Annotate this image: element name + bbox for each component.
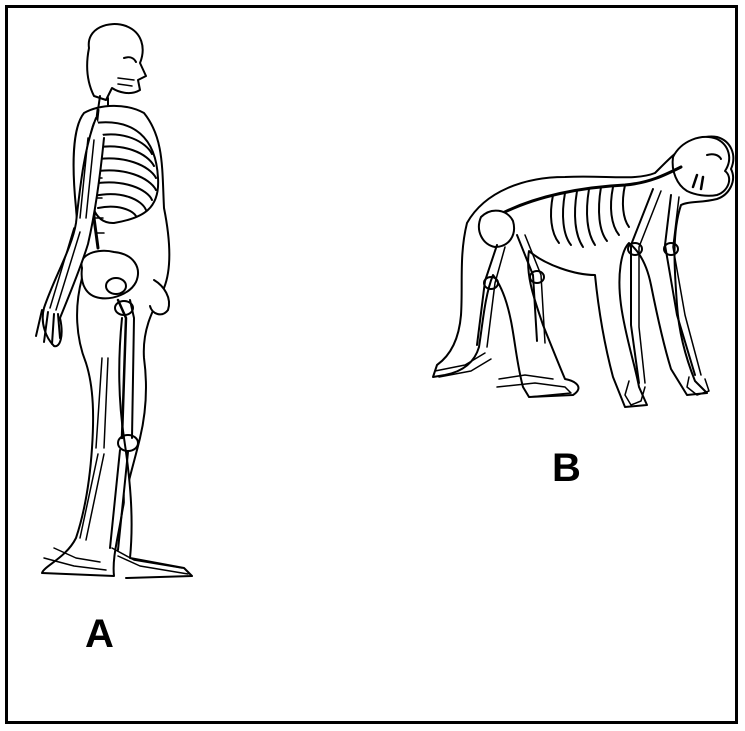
figure-b-label: B	[552, 446, 581, 491]
figure-a-label: A	[85, 612, 114, 657]
human-skeleton-icon	[14, 18, 204, 583]
ape-skeleton-icon	[425, 125, 740, 420]
